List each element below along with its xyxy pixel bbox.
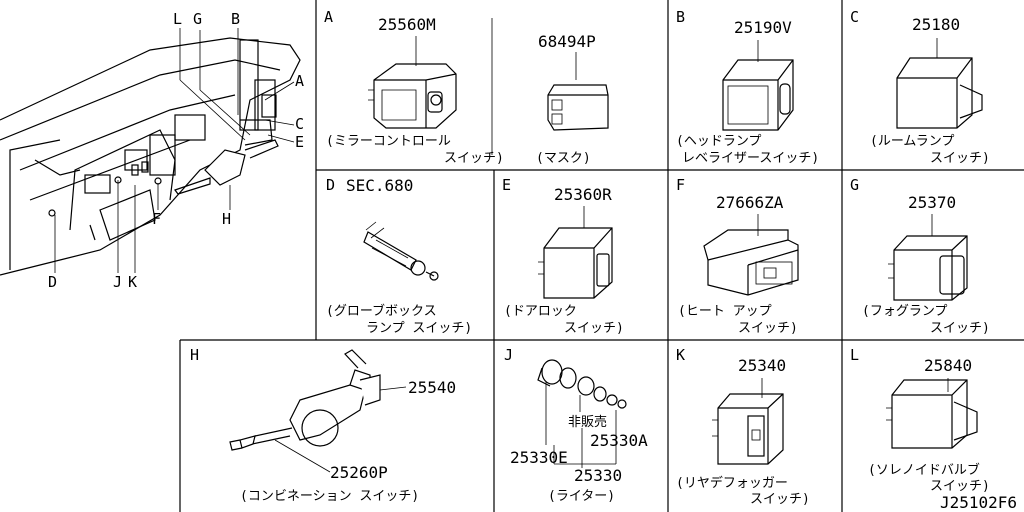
caption: スイッチ) — [738, 321, 798, 336]
caption: レベライザースイッチ) — [682, 151, 820, 166]
part-number: 68494P — [538, 32, 596, 51]
combination-switch-drawing — [229, 349, 407, 473]
part-number: 25370 — [908, 193, 957, 212]
callout-E: E — [295, 133, 305, 151]
caption: (グローブボックス — [326, 304, 437, 319]
cell-l-solenoid-valve: L 25840 (ソレノイドバルブ スイッチ) J25102F6 — [842, 340, 1024, 512]
caption: (ヘッドランプ — [676, 134, 762, 149]
fog-lamp-switch-drawing — [888, 214, 968, 301]
cell-f-heat-up: F 27666ZA (ヒート アップ スイッチ) — [668, 170, 842, 340]
part-reference: SEC.680 — [346, 176, 414, 195]
part-number: 25180 — [912, 15, 961, 34]
callout-L: L — [173, 10, 183, 28]
part-number: 25540 — [408, 378, 457, 397]
callout-G: G — [193, 10, 203, 28]
caption: (リヤデフォッガー — [676, 476, 788, 491]
part-number: 25360R — [554, 185, 612, 204]
cell-d-glove-box-lamp: D SEC.680 (グローブボックス ランプ スイッチ) — [316, 170, 494, 340]
part-number: 25190V — [734, 18, 792, 37]
caption: スイッチ) — [930, 151, 990, 166]
cell-letter: J — [504, 346, 514, 364]
cell-e-door-lock: E 25360R (ドアロック スイッチ) — [494, 170, 668, 340]
caption: スイッチ) — [564, 321, 624, 336]
part-number: 25330E — [510, 448, 568, 467]
cell-b-headlamp-leveler: B 25190V (ヘッドランプ レベライザースイッチ) — [668, 0, 842, 170]
cell-letter: G — [850, 176, 860, 194]
mirror-control-switch-drawing — [368, 36, 609, 131]
caption: (フォグランプ — [862, 304, 948, 319]
callout-J: J — [113, 273, 123, 291]
lighter-drawing — [537, 359, 627, 468]
cell-j-lighter: J 非販売 25330A 25330E 25330 (ライター) — [494, 340, 668, 512]
cell-k-rear-defogger: K 25340 (リヤデフォッガー スイッチ) — [668, 340, 842, 512]
part-number: 25340 — [738, 356, 787, 375]
callout-C: C — [295, 115, 305, 133]
caption: (マスク) — [536, 151, 591, 166]
caption: スイッチ) — [444, 151, 504, 166]
caption: (ミラーコントロール — [326, 134, 451, 149]
cell-letter: K — [676, 346, 686, 364]
callout-D: D — [48, 273, 58, 291]
callout-B: B — [231, 10, 241, 28]
cell-letter: H — [190, 346, 200, 364]
rear-defogger-switch-drawing — [712, 378, 784, 465]
callout-A: A — [295, 72, 305, 90]
cell-letter: A — [324, 8, 334, 26]
caption: (ライター) — [548, 489, 616, 504]
part-number: 27666ZA — [716, 193, 784, 212]
cell-c-room-lamp: C 25180 (ルームランプ スイッチ) — [842, 0, 1024, 170]
caption: スイッチ) — [930, 479, 990, 494]
part-number: 25330 — [574, 466, 623, 485]
cell-letter: D — [326, 176, 336, 194]
cell-letter: L — [850, 346, 860, 364]
cell-letter: E — [502, 176, 512, 194]
callout-H: H — [222, 210, 232, 228]
cell-h-combination-switch: H 25540 25260P (コンビネーション スイッチ) — [180, 340, 494, 512]
cell-g-fog-lamp: G 25370 (フォグランプ スイッチ) — [842, 170, 1024, 340]
room-lamp-switch-drawing — [896, 38, 983, 129]
part-number: 25260P — [330, 463, 388, 482]
caption: スイッチ) — [930, 321, 990, 336]
callout-K: K — [128, 273, 138, 291]
headlamp-leveler-switch-drawing — [722, 40, 794, 131]
dashboard-overview: L G B A C E H F D J K — [0, 0, 316, 340]
part-number: 25840 — [924, 356, 973, 375]
door-lock-switch-drawing — [538, 206, 613, 299]
glove-box-lamp-switch-drawing — [363, 221, 439, 281]
part-number: 25560M — [378, 15, 436, 34]
callout-F: F — [152, 210, 162, 228]
cell-letter: C — [850, 8, 860, 26]
caption: ランプ スイッチ) — [366, 321, 473, 336]
cell-letter: B — [676, 8, 686, 26]
caption: (ヒート アップ — [678, 304, 772, 319]
caption: スイッチ) — [750, 492, 810, 507]
caption: (ルームランプ — [870, 134, 955, 149]
not-for-sale-label: 非販売 — [568, 415, 608, 430]
figure-code: J25102F6 — [940, 493, 1018, 512]
heat-up-switch-drawing — [703, 214, 799, 296]
caption: (ソレノイドバルブ — [868, 463, 980, 478]
cell-a-mirror-control: A 25560M 68494P (ミラーコントロール スイッチ) (マスク) — [316, 0, 668, 170]
caption: (ドアロック — [504, 304, 577, 319]
solenoid-valve-switch-drawing — [886, 378, 978, 449]
part-number: 25330A — [590, 431, 648, 450]
cell-letter: F — [676, 176, 686, 194]
caption: (コンビネーション スイッチ) — [240, 489, 420, 504]
dashboard-illustration — [0, 28, 301, 276]
